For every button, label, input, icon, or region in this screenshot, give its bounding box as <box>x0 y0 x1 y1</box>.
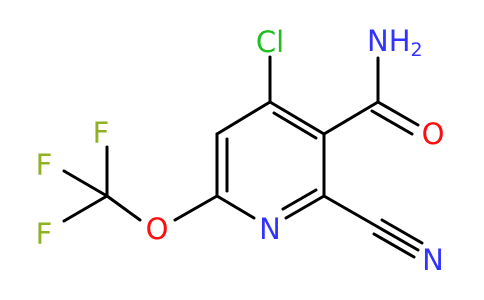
bond-ring-c2-n-inner <box>281 188 318 211</box>
bond-o-cf3 <box>105 194 142 222</box>
fluorine-atom-top: F <box>93 116 110 150</box>
chlorine-atom: Cl <box>256 25 284 59</box>
atom-labels: Cl NH2 O N N O F F F <box>36 24 445 277</box>
fluorine-atom-left: F <box>36 148 53 182</box>
nitrile-nitrogen-atom: N <box>422 243 444 277</box>
bond-ring-c4-c3 <box>268 100 326 136</box>
amide-nitrogen-atom: NH2 <box>367 24 423 61</box>
bond-c2-nitrile-c <box>322 194 380 229</box>
bond-ring-n-c6 <box>215 194 256 220</box>
fluorine-atom-bottom: F <box>36 217 53 251</box>
bond-cf3-f-bottom <box>62 194 109 223</box>
amide-nh-subscript: 2 <box>411 39 423 61</box>
amide-nh-label: NH <box>367 24 411 58</box>
bond-nitrile-triple-3 <box>380 218 424 245</box>
bonds <box>62 55 424 259</box>
bond-ring-c2-n <box>284 194 326 220</box>
bond-c6-o <box>173 194 219 222</box>
bond-carbonyl-o-1 <box>376 100 420 127</box>
bond-nitrile-triple-2 <box>372 232 416 259</box>
bond-nitrile-triple-1 <box>376 225 420 252</box>
ring-nitrogen-atom: N <box>259 212 281 246</box>
carbonyl-oxygen-atom: O <box>422 117 445 151</box>
bond-carbonyl-o-2 <box>370 109 414 136</box>
bond-c3-carbonyl <box>322 100 380 136</box>
bond-ring-c5-c4 <box>215 100 272 136</box>
bond-cf3-f-left <box>62 169 109 198</box>
bond-ring-c4-c3-inner <box>272 111 318 140</box>
ether-oxygen-atom: O <box>146 212 169 246</box>
